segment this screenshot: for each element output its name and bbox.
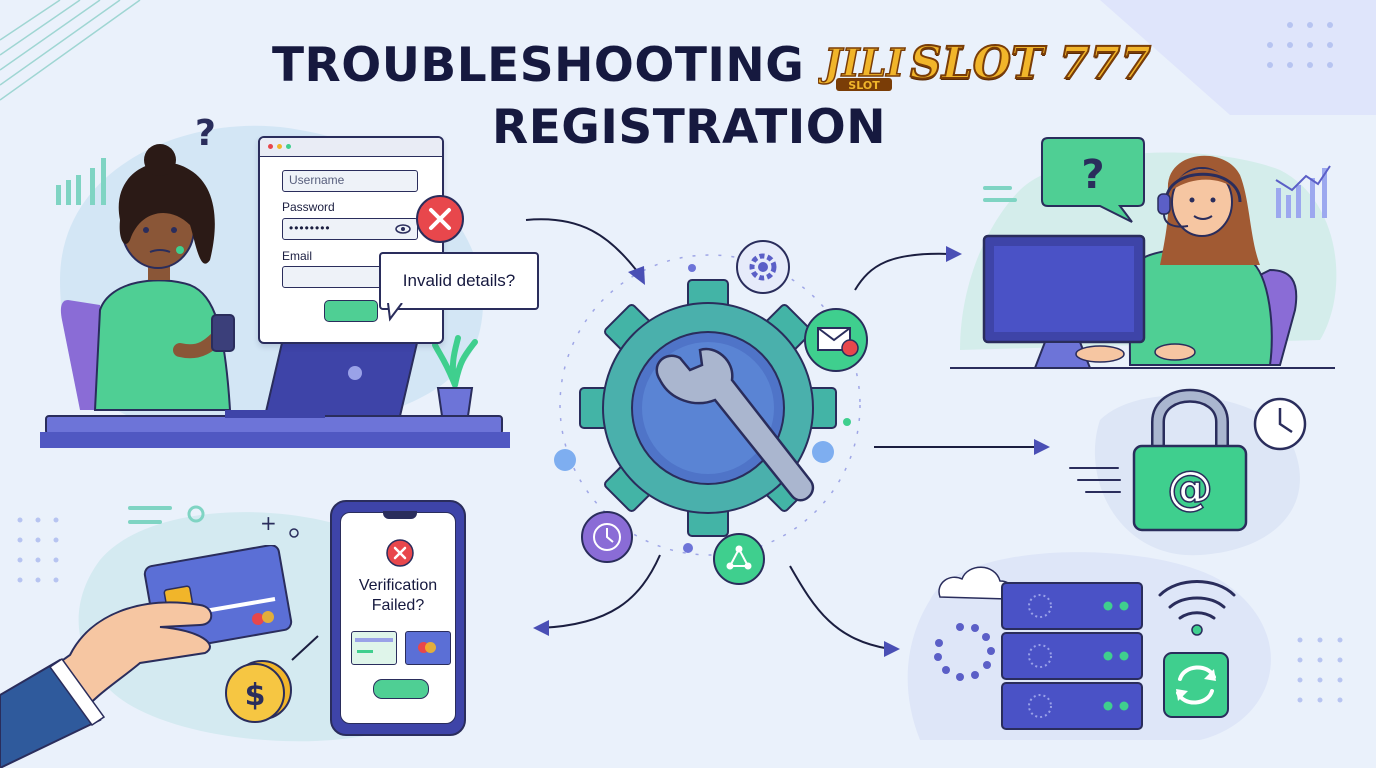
page-title-line1: TROUBLESHOOTING xyxy=(272,38,805,93)
retry-button[interactable] xyxy=(373,679,429,699)
payment-card-illustration: $ xyxy=(0,545,293,768)
password-label: Password xyxy=(282,200,335,214)
brand-logo: JILI SLOT xyxy=(817,38,910,101)
verification-message-line2: Failed? xyxy=(371,597,425,614)
phone-frame: Verification Failed? xyxy=(330,500,466,736)
phone-screen: Verification Failed? xyxy=(340,511,456,724)
account-lock-illustration: @ xyxy=(1069,388,1307,532)
card-option-mastercard[interactable] xyxy=(405,631,451,665)
timer-icon xyxy=(581,511,633,563)
server-sync-illustration xyxy=(934,566,1236,730)
error-x-icon xyxy=(416,195,464,243)
window-titlebar xyxy=(260,138,442,157)
email-label: Email xyxy=(282,249,313,263)
confused-user-illustration: ? xyxy=(40,113,510,448)
page-title-line2: REGISTRATION xyxy=(492,100,887,155)
network-share-icon xyxy=(713,533,765,585)
eye-icon[interactable] xyxy=(394,222,412,236)
password-input[interactable]: •••••••• xyxy=(282,218,418,240)
settings-gear-icon xyxy=(736,240,790,294)
callout-tail xyxy=(387,303,403,322)
logo-sub-text: SLOT xyxy=(848,79,880,92)
support-agent-illustration: ? xyxy=(950,137,1335,369)
username-input[interactable]: Username xyxy=(282,170,418,192)
jili-logo-icon: JILI SLOT xyxy=(817,39,906,92)
invalid-details-callout: Invalid details? xyxy=(379,252,539,310)
email-envelope-icon xyxy=(804,308,868,372)
error-x-icon xyxy=(386,539,414,567)
at-sign-symbol: @ xyxy=(1167,461,1213,515)
svg-text:+: + xyxy=(260,511,277,535)
submit-button[interactable] xyxy=(324,300,378,322)
gear-wrench-illustration xyxy=(554,254,861,556)
brand-name: SLOT 777 xyxy=(909,37,1152,90)
question-symbol: ? xyxy=(1081,152,1104,198)
dollar-symbol: $ xyxy=(245,678,266,713)
verification-message-line1: Verification xyxy=(358,577,438,594)
svg-text:?: ? xyxy=(195,113,216,154)
card-option-green[interactable] xyxy=(351,631,397,665)
